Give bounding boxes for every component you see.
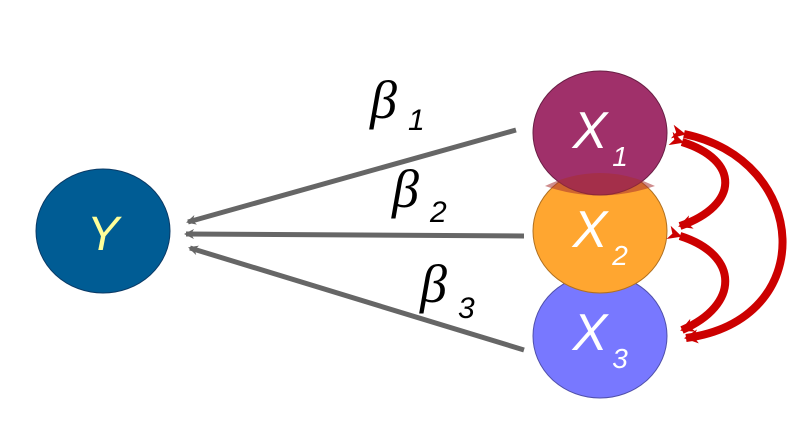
node-x2-label: X — [572, 201, 610, 259]
node-x3: X 3 — [532, 273, 668, 399]
coefficient-beta-2: β 2 — [391, 159, 447, 229]
path-arrow-x1-y — [186, 127, 517, 225]
beta-3-subscript: 3 — [458, 292, 475, 325]
overlap-x1-x2 — [545, 173, 655, 196]
beta-1-subscript: 1 — [408, 104, 425, 137]
node-x3-subscript: 3 — [612, 343, 628, 374]
correlation-arrow-x1-x3 — [670, 124, 787, 344]
node-y-circle — [35, 168, 171, 294]
beta-1-symbol: β — [369, 70, 397, 130]
correlation-arrow-x2-x3 — [666, 225, 730, 334]
beta-2-symbol: β — [391, 159, 419, 219]
correlation-arrow-x1-x2 — [668, 131, 730, 230]
node-x3-label: X — [572, 304, 610, 362]
coefficient-beta-3: β 3 — [419, 254, 475, 325]
coefficient-beta-1: β 1 — [369, 70, 425, 137]
node-x2-subscript: 2 — [611, 240, 628, 271]
beta-2-subscript: 2 — [429, 196, 447, 229]
node-y: Y — [35, 168, 171, 294]
path-arrow-x3-y — [188, 245, 525, 353]
path-arrow-x2-y — [184, 229, 525, 240]
node-x1-subscript: 1 — [612, 141, 628, 172]
node-y-label: Y — [87, 208, 122, 261]
node-x1-label: X — [572, 102, 610, 160]
node-x1: X 1 — [532, 70, 668, 196]
beta-3-symbol: β — [419, 254, 447, 314]
